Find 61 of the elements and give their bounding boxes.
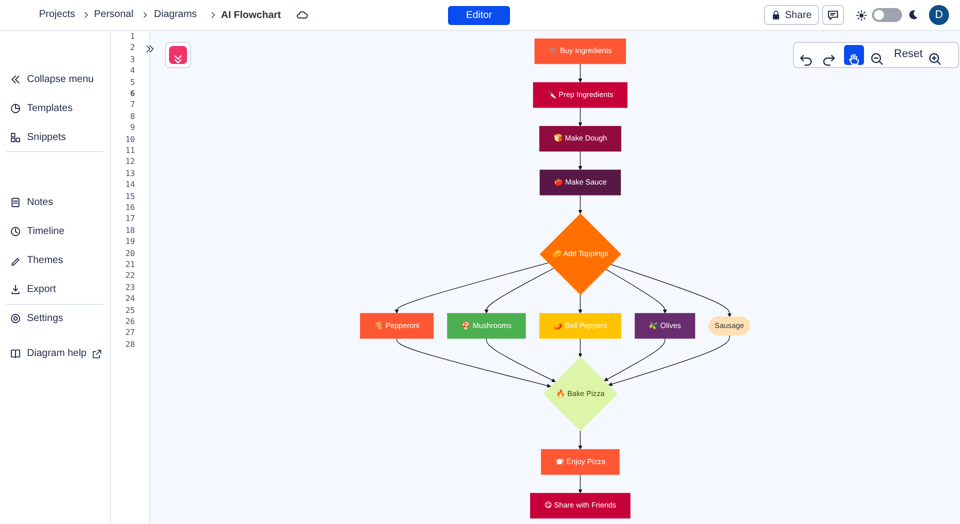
sidebar-menu-item: Templates [10, 103, 73, 114]
breadcrumb-link: Diagrams [154, 9, 197, 20]
line-number: 7 [129, 100, 135, 110]
line-number: 2 [129, 43, 135, 52]
sidebar-menu-item: Collapse menu [10, 74, 94, 85]
line-number: 13 [124, 168, 135, 178]
line-number: 24 [124, 294, 135, 304]
line-number: 1 [129, 32, 135, 41]
arrow [578, 151, 582, 170]
line-number: 9 [129, 123, 135, 132]
line-number: 10 [124, 134, 135, 144]
sidebar-menu-item: Snippets [10, 132, 66, 143]
line-number: 20 [124, 248, 135, 258]
arrow [578, 194, 582, 214]
line-number: 8 [129, 112, 135, 121]
line-number: 28 [124, 340, 135, 349]
line-number: 23 [124, 282, 135, 292]
line-number: 4 [129, 66, 135, 76]
line-number: 5 [129, 78, 135, 87]
diagram-title: AI Flowchart [221, 10, 282, 21]
arrow [486, 338, 556, 382]
sidebar-menu-item: Timeline [10, 226, 64, 237]
arrow [394, 262, 549, 314]
arrow [396, 338, 551, 388]
arrow [610, 264, 732, 318]
sidebar-menu-item: Notes [10, 197, 54, 208]
arrow [578, 64, 582, 83]
sidebar-menu-item: Diagram help [10, 348, 102, 359]
line-number: 17 [124, 214, 135, 224]
line-number: 27 [124, 328, 135, 338]
arrow [604, 338, 666, 382]
line-number: 3 [129, 54, 135, 64]
arrow [484, 268, 554, 314]
line-number: 18 [124, 226, 135, 235]
line-number: 6 [129, 89, 135, 98]
arrow [608, 334, 730, 386]
line-number: 25 [124, 306, 135, 315]
line-number: 21 [124, 260, 135, 269]
line-number: 19 [124, 237, 135, 246]
sidebar-menu-item: Themes [10, 255, 64, 266]
line-number: 16 [124, 203, 135, 212]
arrow [578, 294, 582, 314]
line-number: 12 [124, 157, 135, 166]
arrow [578, 338, 582, 358]
user-avatar: D [929, 5, 949, 25]
editor-tab: Editor [448, 6, 510, 25]
line-number: 11 [124, 146, 135, 155]
sidebar-menu-item: Export [10, 284, 56, 295]
line-number: 22 [124, 271, 135, 280]
arrow [605, 268, 667, 314]
line-number: 14 [124, 180, 135, 190]
breadcrumb-link: Projects [39, 9, 76, 20]
sidebar-menu-item: Settings [10, 313, 64, 324]
line-number: 15 [124, 192, 135, 201]
arrow [578, 107, 582, 126]
breadcrumb-link: Personal [94, 9, 134, 20]
arrow [578, 430, 582, 450]
arrow [578, 474, 582, 494]
line-number: 26 [124, 317, 135, 326]
share-button: Share [764, 5, 819, 25]
reset-button: Reset [894, 48, 923, 60]
